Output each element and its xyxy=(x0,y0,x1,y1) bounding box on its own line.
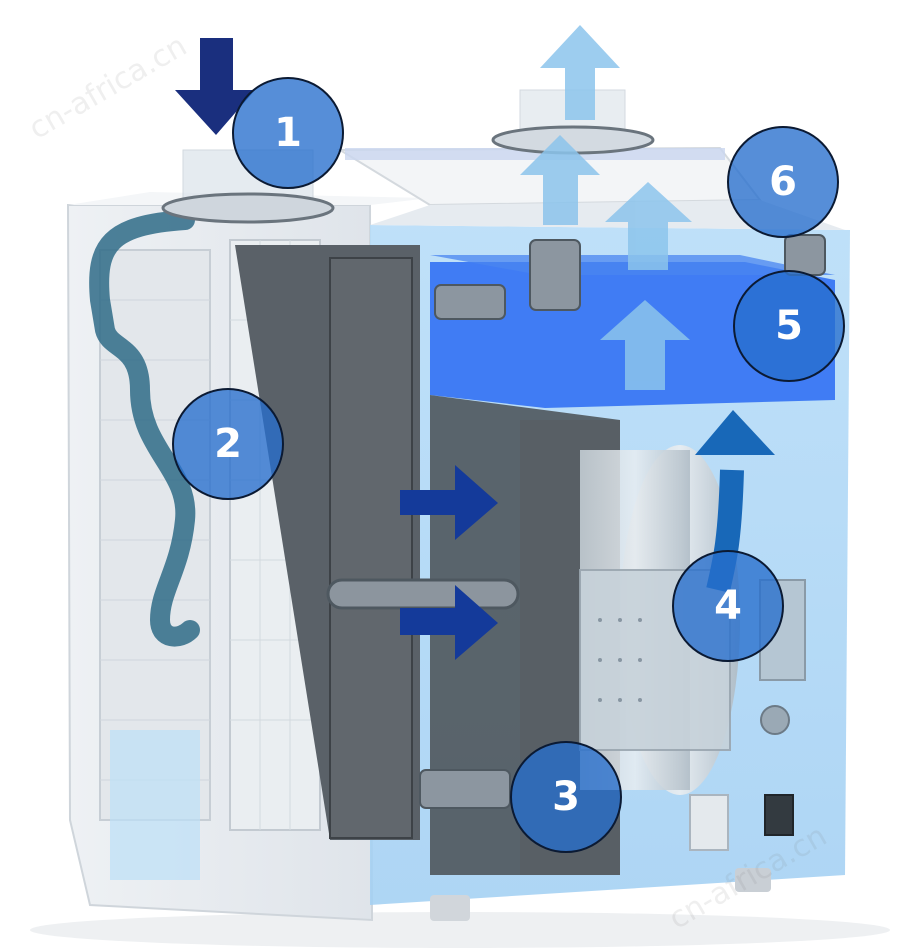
fan-housing-dots xyxy=(598,618,642,702)
marker-6: 6 xyxy=(727,126,839,238)
power-switch xyxy=(764,794,794,836)
inlet-arrow xyxy=(175,38,255,135)
marker-5: 5 xyxy=(733,270,845,382)
power-socket xyxy=(689,794,729,851)
foot-right xyxy=(735,868,771,892)
fan-outlet-arrowhead xyxy=(695,410,775,455)
marker-1: 1 xyxy=(232,77,344,189)
inlet-collar xyxy=(161,192,335,224)
marker-3-label: 3 xyxy=(552,774,580,820)
top-lid-front xyxy=(370,200,845,230)
handle-bar xyxy=(326,578,520,610)
marker-2: 2 xyxy=(172,388,284,500)
top-lid-band xyxy=(345,148,725,160)
marker-1-label: 1 xyxy=(274,110,302,156)
marker-5-label: 5 xyxy=(775,303,803,349)
left-base-strip xyxy=(110,730,200,880)
marker-2-label: 2 xyxy=(214,421,242,467)
marker-6-label: 6 xyxy=(769,159,797,205)
flow-arrow-upper xyxy=(400,465,498,540)
marker-4: 4 xyxy=(672,550,784,662)
foot-left xyxy=(430,895,470,921)
floor-shadow xyxy=(30,912,890,948)
rising-arrows xyxy=(520,25,692,390)
main-filter-face xyxy=(329,257,413,839)
knob xyxy=(760,705,790,735)
marker-3: 3 xyxy=(510,741,622,853)
flow-arrow-lower xyxy=(400,585,498,660)
inlet-duct xyxy=(89,210,200,647)
marker-4-label: 4 xyxy=(714,583,742,629)
